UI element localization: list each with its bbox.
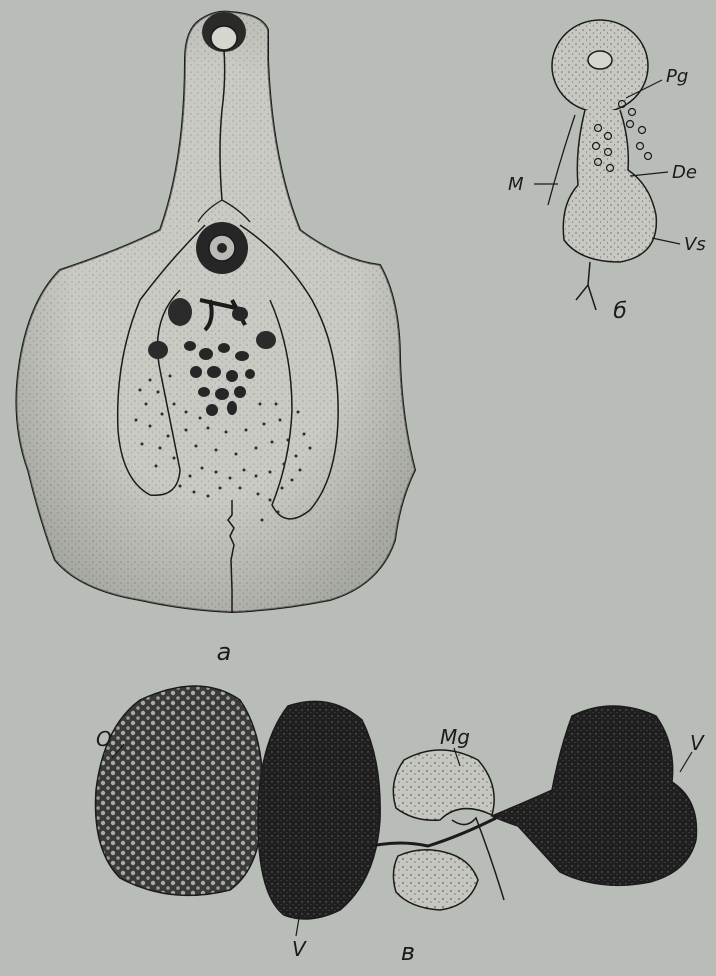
mehlis-gland-lower <box>393 850 478 910</box>
label-mg: Mg <box>440 725 470 749</box>
mehlis-gland-upper <box>393 750 494 820</box>
figure-v-reproductive-complex: O Mg V V в <box>96 686 706 966</box>
testis-left <box>148 341 168 359</box>
mehlis-gland <box>232 307 248 321</box>
label-m: M <box>508 174 524 195</box>
vitellarium-right <box>492 706 697 885</box>
ovary <box>168 298 192 326</box>
leader-vs <box>652 238 680 244</box>
vitellarium-left <box>258 701 380 919</box>
label-v-left: V <box>292 937 307 961</box>
figure-b-caption: б <box>613 299 627 324</box>
leader-v-right <box>680 752 692 772</box>
worm-body-stipple <box>16 12 415 612</box>
oral-sucker-opening <box>211 26 237 50</box>
leader-de <box>630 172 668 176</box>
testis-right <box>256 331 276 349</box>
figure-v-caption: в <box>401 938 415 966</box>
label-vs: Vs <box>684 234 706 255</box>
vas-deferens <box>576 262 596 310</box>
figure-b-copulatory-organ: Pg De M Vs б <box>508 20 706 324</box>
ventral-sucker-center <box>217 243 227 253</box>
figure-a-whole-worm: а <box>16 12 415 666</box>
figure-a-caption: а <box>217 638 232 666</box>
ovary-mass <box>96 686 264 895</box>
label-de: De <box>672 162 697 183</box>
label-pg: Pg <box>666 66 688 87</box>
male-duct-line <box>548 115 575 205</box>
label-o: O <box>96 727 112 751</box>
bulb-opening <box>588 51 612 69</box>
label-v-right: V <box>690 731 705 755</box>
